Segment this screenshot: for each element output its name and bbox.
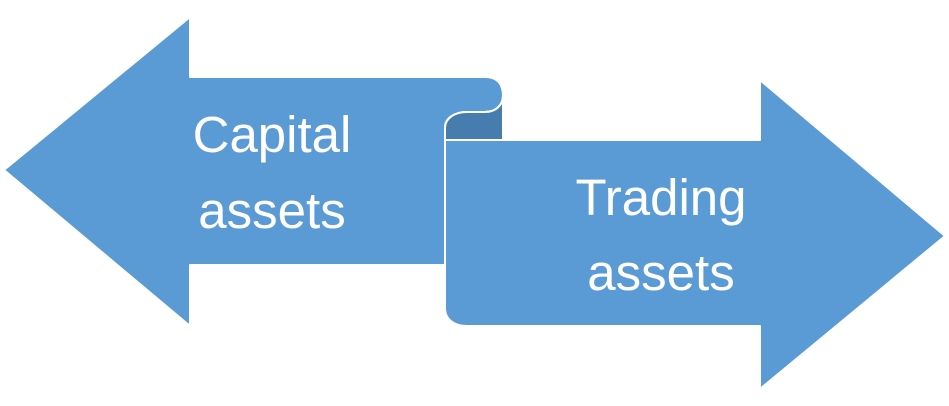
right-arrow-label-line1: Trading [575, 169, 746, 226]
left-arrow-label-line1: Capital [193, 106, 352, 163]
left-arrow-shape [3, 16, 504, 327]
right-arrow-label-line2: assets [587, 244, 734, 301]
right-arrow-shape [444, 79, 946, 390]
left-arrow-label-line2: assets [198, 182, 345, 239]
fold-shadow [444, 95, 504, 141]
